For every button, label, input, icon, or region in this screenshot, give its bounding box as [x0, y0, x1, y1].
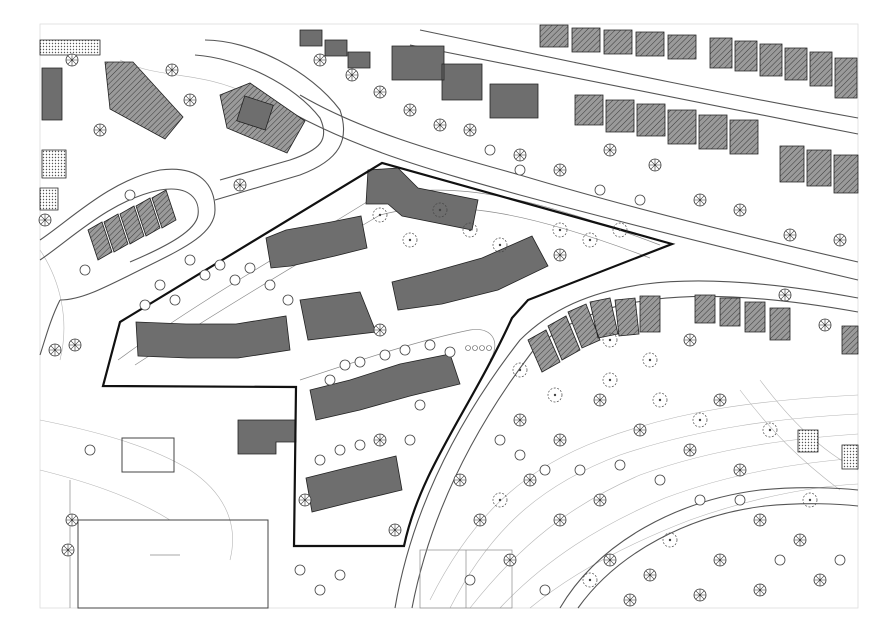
existing-terrace-houses-right	[527, 294, 859, 470]
existing-buildings-northwest	[39, 39, 306, 261]
existing-terrace-houses-top	[299, 24, 859, 194]
site-boundary	[101, 161, 676, 548]
new-residential-blocks	[135, 167, 549, 513]
parking-markers	[465, 345, 492, 351]
